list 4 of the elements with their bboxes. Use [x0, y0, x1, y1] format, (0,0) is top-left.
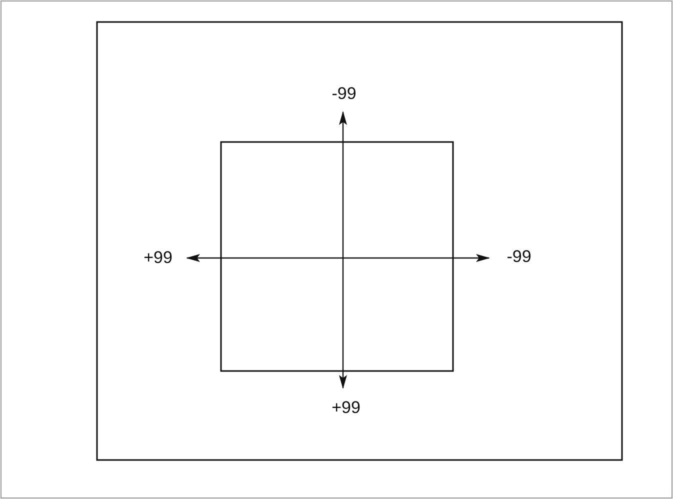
axis-limit-label: +99	[332, 398, 360, 418]
axis-limit-label: -99	[506, 247, 532, 267]
axis-limit-label: +99	[144, 248, 172, 268]
axis-limit-label: -99	[332, 84, 356, 104]
